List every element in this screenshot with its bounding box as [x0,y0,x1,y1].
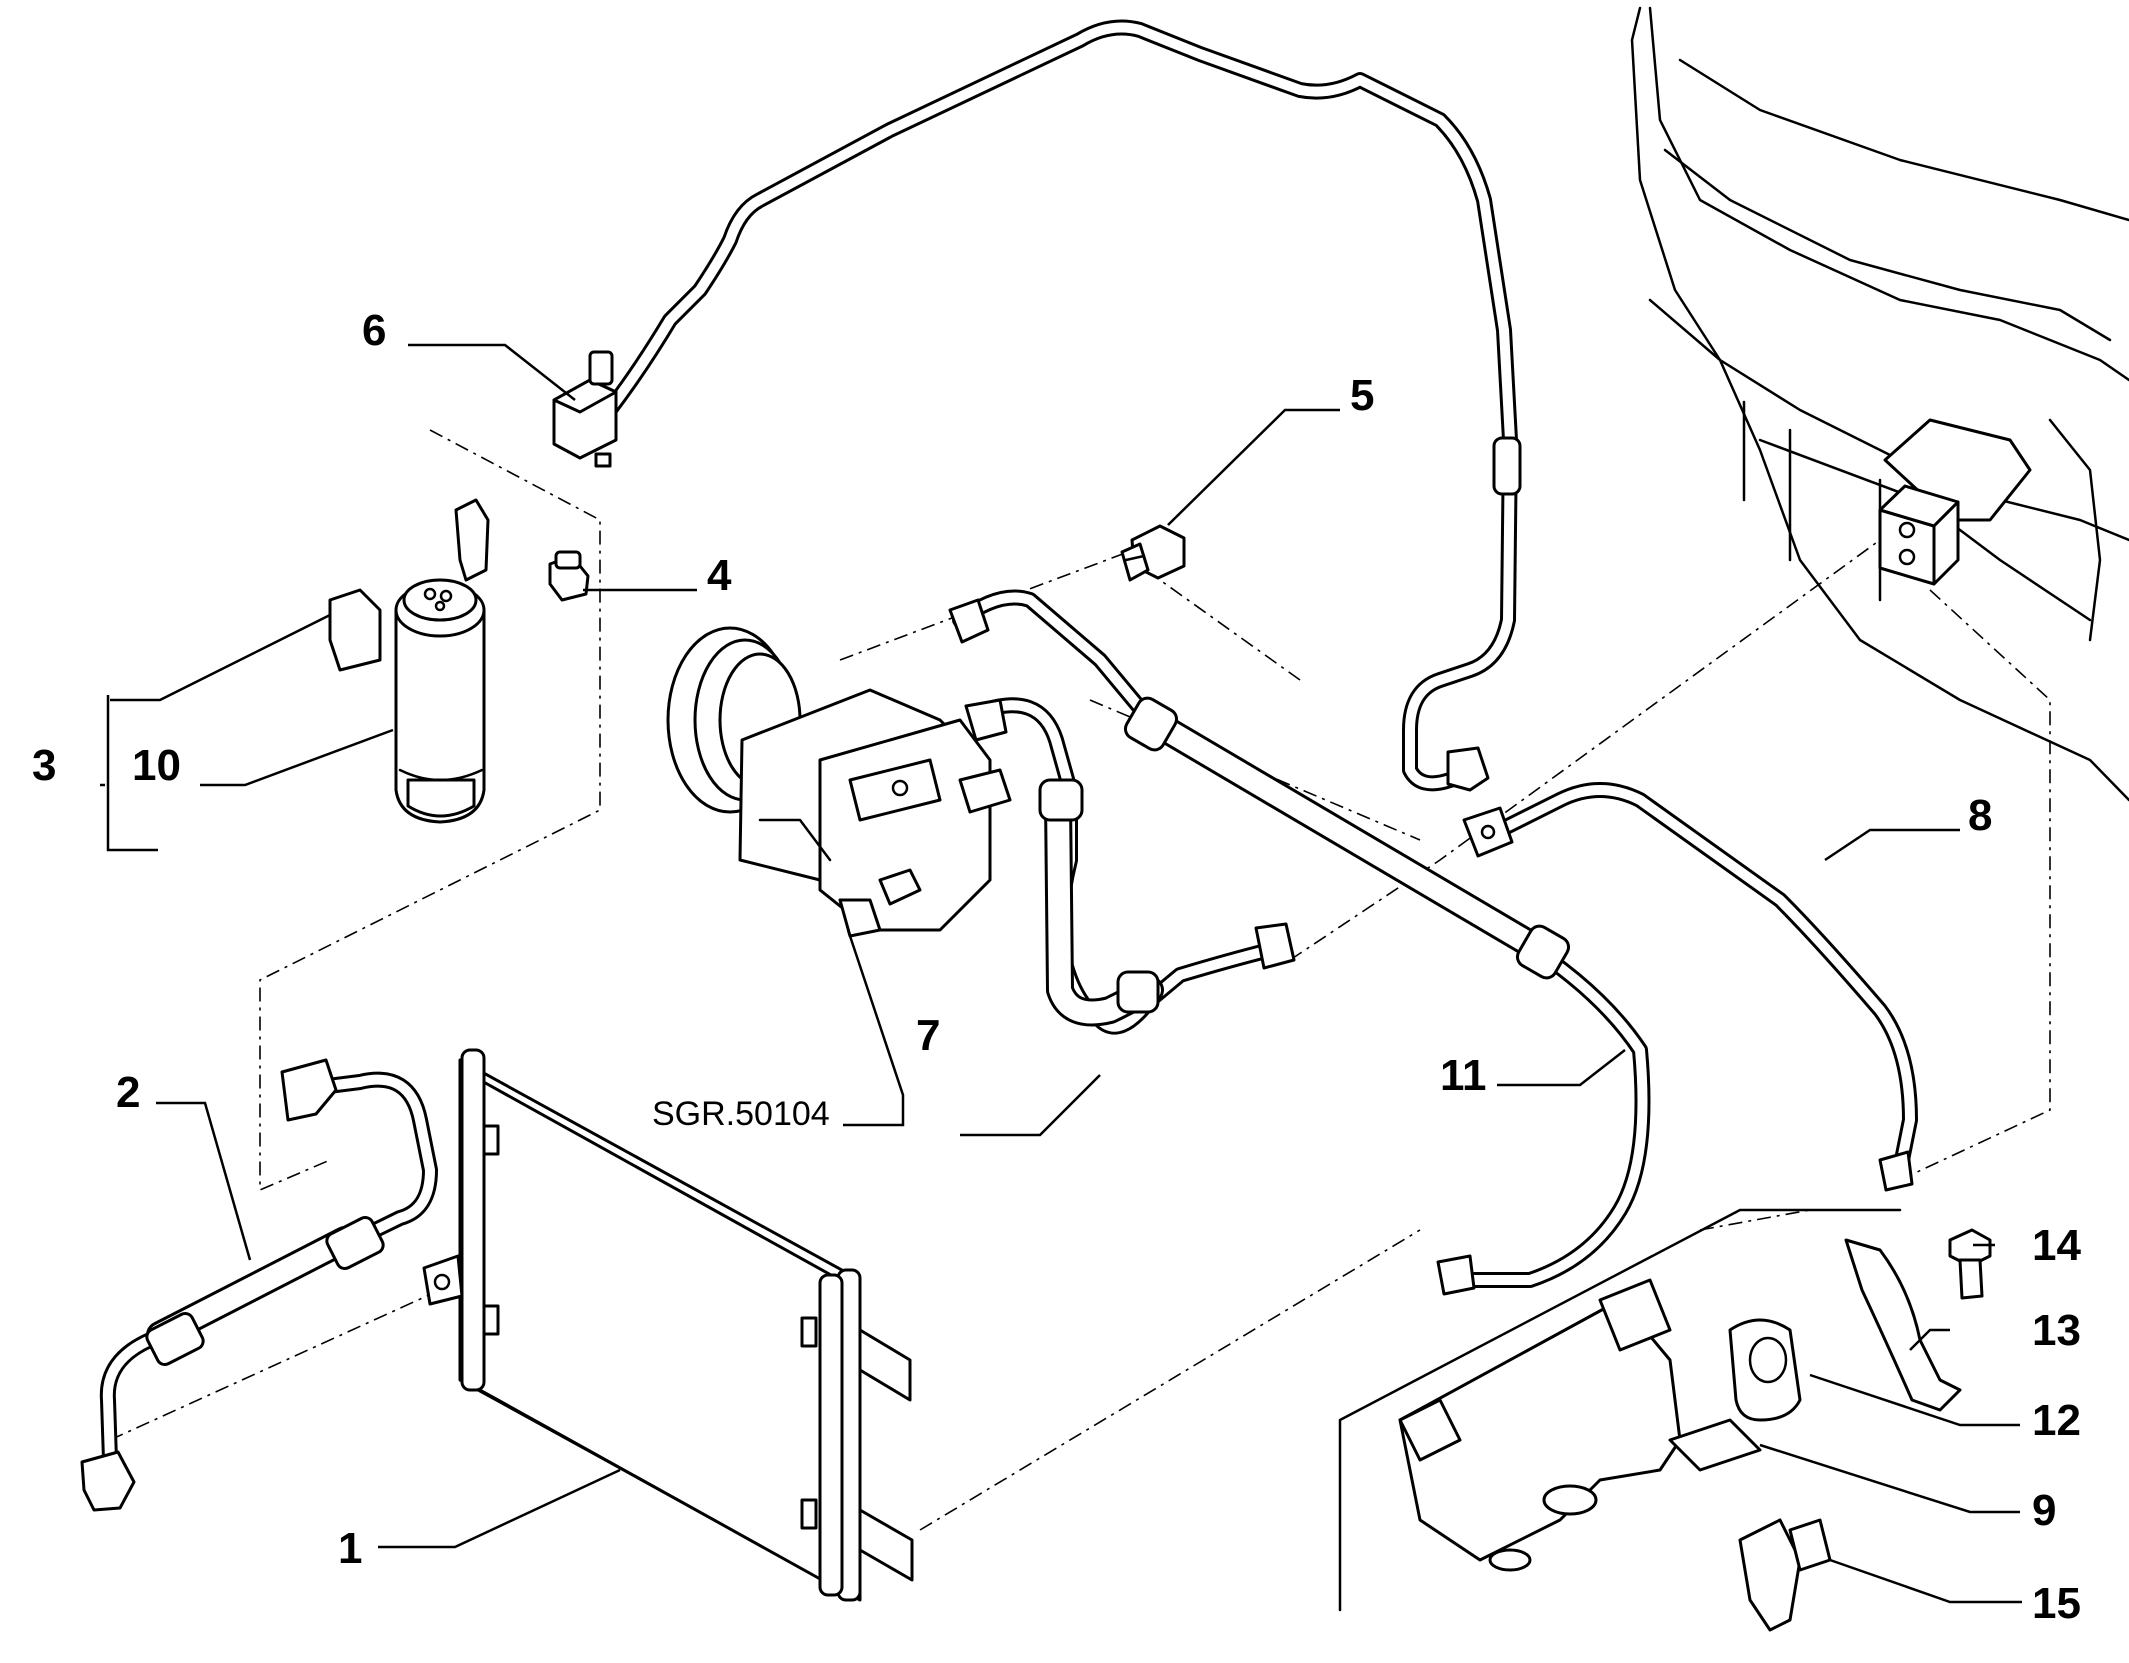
callout-labels: 1 2 3 4 5 6 7 8 9 10 11 12 13 14 15 SGR.… [32,306,2081,1628]
callout-1: 1 [338,1524,362,1573]
callout-14: 14 [2032,1221,2081,1270]
callout-5: 5 [1350,371,1374,420]
callout-11: 11 [1440,1051,1487,1100]
callout-12: 12 [2032,1396,2081,1445]
vehicle-body-panel [1630,6,2129,802]
bracket-assembly [1338,1208,1992,1632]
pipe-6 [600,19,1522,792]
callout-2: 2 [116,1068,140,1117]
callout-9: 9 [2032,1486,2056,1535]
callout-10: 10 [132,741,181,790]
hose-2 [80,1058,438,1512]
callout-15: 15 [2032,1579,2081,1628]
callout-7: 7 [916,1011,940,1060]
pipe-8 [1462,782,1918,1192]
compressor [666,626,1012,938]
drier-plug [548,550,590,602]
condenser [422,1048,914,1602]
bolt-5 [1120,524,1186,582]
callout-13: 13 [2032,1306,2081,1355]
callout-4: 4 [707,551,732,600]
callout-3: 3 [32,741,56,790]
callout-8: 8 [1968,791,1992,840]
receiver-drier [328,498,490,824]
hose-7 [964,697,1296,1035]
callout-6: 6 [362,306,386,355]
leader-lines [100,343,2022,1604]
reference-code: SGR.50104 [652,1095,830,1133]
pressure-sensor [552,350,618,468]
pipe-11 [948,589,1651,1296]
